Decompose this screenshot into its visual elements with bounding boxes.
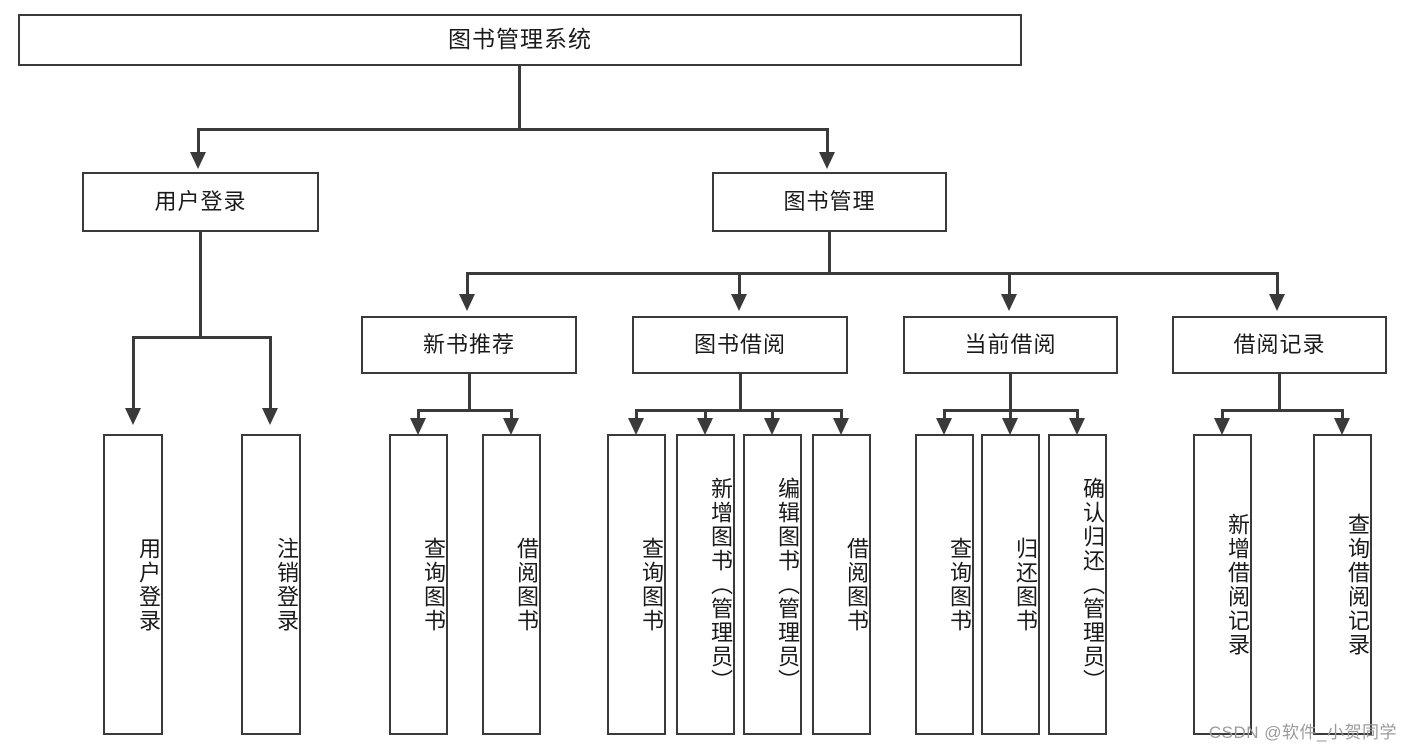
connector-bb-leaf1 [635,409,638,421]
connector-to-current-borrow [1008,272,1011,298]
arrowhead-bb-leaf1 [628,418,644,435]
arrowhead-to-book-management [819,152,835,169]
connector-new-book-recommend-stem [468,374,471,409]
node-label: 查询图书 [947,536,972,633]
connector-borrow-record-splitter [1221,409,1343,412]
node-current-borrow[interactable]: 当前借阅 [903,316,1118,374]
leaf-bb-borrow-book[interactable]: 借阅图书 [812,434,871,735]
connector-user-login-leaf1 [132,336,135,412]
connector-cb-leaf3 [1076,409,1079,421]
arrowhead-br-leaf2 [1334,418,1350,435]
connector-nbr-leaf2 [510,409,513,421]
leaf-br-add-record[interactable]: 新增借阅记录 [1193,434,1252,735]
leaf-br-query-record[interactable]: 查询借阅记录 [1313,434,1372,735]
leaf-cb-query-book[interactable]: 查询图书 [915,434,974,735]
arrowhead-user-login-leaf2 [262,408,278,425]
leaf-nbr-borrow-book[interactable]: 借阅图书 [482,434,541,735]
leaf-nbr-query-book[interactable]: 查询图书 [389,434,448,735]
node-label: 图书管理 [783,189,876,215]
node-label: 新书推荐 [422,332,515,358]
arrowhead-cb-leaf2 [1002,418,1018,435]
node-user-login[interactable]: 用户登录 [82,172,319,232]
connector-borrow-record-stem [1278,374,1281,409]
arrowhead-nbr-leaf2 [503,418,519,435]
node-label: 图书管理系统 [448,26,592,53]
node-label: 归还图书 [1013,536,1038,633]
arrowhead-to-book-borrow [731,294,747,311]
node-label: 借阅记录 [1233,332,1326,358]
node-root-book-management-system[interactable]: 图书管理系统 [18,14,1022,66]
arrowhead-to-user-login [190,152,206,169]
node-label: 查询借阅记录 [1345,512,1370,657]
node-label: 注销登录 [274,536,299,633]
arrowhead-to-new-book-recommend [459,294,475,311]
watermark-csdn: CSDN @软件_小贺同学 [1208,723,1397,742]
leaf-user-login[interactable]: 用户登录 [103,434,163,735]
connector-book-management-stem [828,232,831,272]
arrowhead-bb-leaf2 [697,418,713,435]
connector-nbr-leaf1 [417,409,420,421]
connector-user-login-splitter [132,336,271,339]
connector-level2-splitter [197,128,828,131]
node-borrow-record[interactable]: 借阅记录 [1172,316,1387,374]
node-book-borrow[interactable]: 图书借阅 [632,316,848,374]
arrowhead-cb-leaf1 [936,418,952,435]
connector-bb-leaf2 [704,409,707,421]
leaf-bb-add-book-admin[interactable]: 新增图书（管理员） [676,434,735,735]
arrowhead-to-borrow-record [1269,294,1285,311]
node-label: 用户登录 [154,189,247,215]
connector-to-book-management [826,128,829,156]
connector-book-borrow-stem [739,374,742,409]
node-book-management[interactable]: 图书管理 [712,172,947,232]
connector-level3-splitter [466,272,1276,275]
leaf-bb-edit-book-admin[interactable]: 编辑图书（管理员） [743,434,802,735]
connector-book-borrow-splitter [635,409,843,412]
connector-bb-leaf3 [771,409,774,421]
connector-bb-leaf4 [840,409,843,421]
connector-cb-leaf1 [943,409,946,421]
leaf-cb-return-book[interactable]: 归还图书 [981,434,1040,735]
arrowhead-bb-leaf3 [764,418,780,435]
node-label: 查询图书 [639,536,664,633]
connector-to-new-book-recommend [466,272,469,298]
connector-root-stem [518,66,521,128]
connector-to-borrow-record [1276,272,1279,298]
connector-to-user-login [197,128,200,156]
node-new-book-recommend[interactable]: 新书推荐 [361,316,577,374]
connector-br-leaf1 [1221,409,1224,421]
node-label: 编辑图书（管理员） [775,476,800,693]
node-label: 新增借阅记录 [1225,512,1250,657]
arrowhead-user-login-leaf1 [125,408,141,425]
connector-cb-leaf2 [1009,409,1012,421]
connector-user-login-leaf2 [269,336,272,412]
arrowhead-cb-leaf3 [1069,418,1085,435]
leaf-bb-query-book[interactable]: 查询图书 [607,434,666,735]
node-label: 图书借阅 [693,332,786,358]
connector-to-book-borrow [738,272,741,298]
node-label: 借阅图书 [844,536,869,633]
arrowhead-bb-leaf4 [833,418,849,435]
node-label: 查询图书 [421,536,446,633]
node-label: 用户登录 [136,536,161,633]
connector-new-book-recommend-splitter [417,409,512,412]
node-label: 新增图书（管理员） [708,476,733,693]
connector-br-leaf2 [1341,409,1344,421]
connector-user-login-stem [199,232,202,336]
arrowhead-to-current-borrow [1001,294,1017,311]
arrowhead-br-leaf1 [1214,418,1230,435]
leaf-logout[interactable]: 注销登录 [241,434,301,735]
node-label: 当前借阅 [964,332,1057,358]
arrowhead-nbr-leaf1 [410,418,426,435]
node-label: 确认归还（管理员） [1080,476,1105,693]
leaf-cb-confirm-return-admin[interactable]: 确认归还（管理员） [1048,434,1107,735]
node-label: 借阅图书 [514,536,539,633]
connector-current-borrow-stem [1009,374,1012,409]
